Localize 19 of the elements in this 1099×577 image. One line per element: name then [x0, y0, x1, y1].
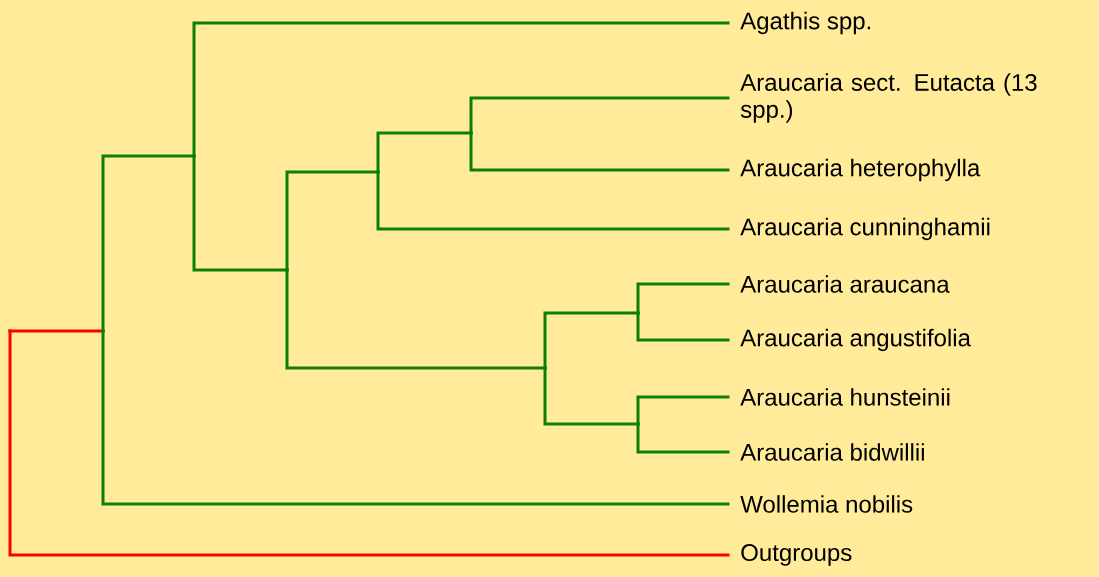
tree-branch [636, 311, 730, 342]
taxon-label: Outgroups [741, 544, 852, 566]
tree-branch [101, 329, 730, 506]
tree-branch [192, 154, 289, 272]
taxon-label: Agathis spp. [740, 11, 871, 35]
taxon-label: Araucaria bidwillii [740, 443, 924, 461]
taxon-label: Araucaria araucana [740, 275, 950, 293]
tree-branch [376, 170, 730, 231]
tree-branch [8, 329, 730, 557]
taxon-label: Wollemia nobilis [740, 495, 913, 513]
taxon-label: Araucaria cunninghamii [740, 217, 990, 241]
tree-branch [469, 131, 730, 172]
tree-branch [285, 268, 547, 370]
tree-branch [636, 422, 730, 454]
tree-branch [543, 366, 640, 426]
taxon-label: Araucaria hunsteinii [740, 388, 950, 406]
taxon-label: Araucaria heterophylla [740, 158, 981, 182]
taxon-label: Araucaria angustifolia [740, 328, 971, 352]
taxon-label: Araucaria sect. Eutacta (13 spp.) [740, 73, 1037, 123]
